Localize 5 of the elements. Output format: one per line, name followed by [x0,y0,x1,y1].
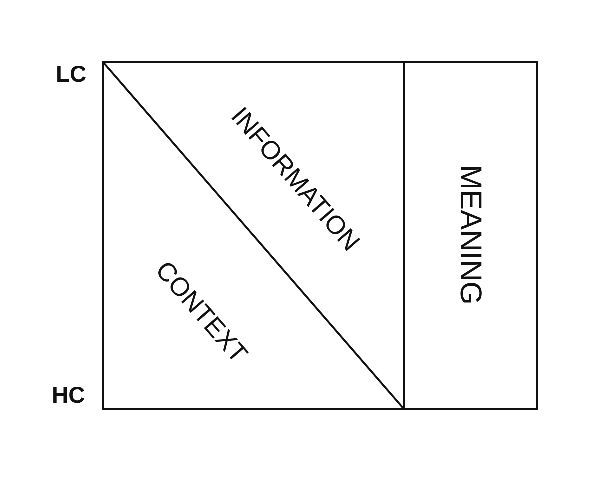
corner-label: LC [56,63,87,86]
section-label: MEANING [455,165,485,305]
rectangle-panel [404,62,537,409]
corner-label: HC [52,384,86,407]
split-square-panel [103,62,404,409]
